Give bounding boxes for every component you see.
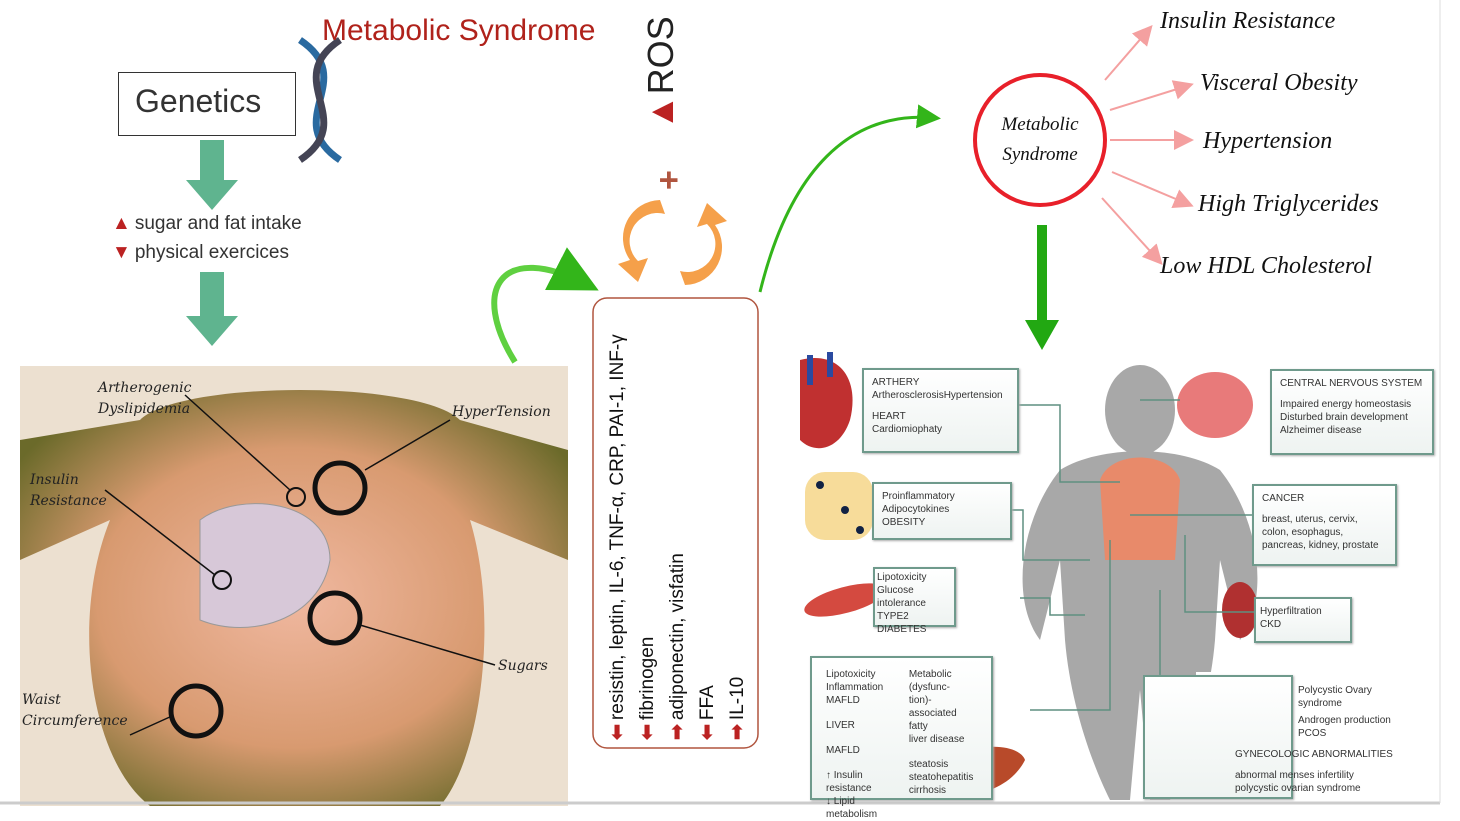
genetics-box: Genetics <box>118 72 296 136</box>
marker-item: ⬅fibrinogen <box>633 334 663 740</box>
kidney-icon <box>1222 582 1258 638</box>
label-sugars: Sugars <box>498 658 548 674</box>
muscle-icon <box>804 583 886 617</box>
component-hypertension: Hypertension <box>1203 128 1333 154</box>
component-low-hdl: Low HDL Cholesterol <box>1160 253 1373 279</box>
brain-icon <box>1177 372 1253 438</box>
heart-icon <box>800 352 853 449</box>
up-arrow-icon: ▲ <box>112 213 131 234</box>
label-insulin: Insulin Resistance <box>30 472 107 509</box>
fat-cells-icon <box>805 472 873 540</box>
lifestyle-item-up: ▲sugar and fat intake <box>112 213 302 234</box>
down-arrow-1 <box>186 140 238 210</box>
component-insulin-resistance: Insulin Resistance <box>1160 8 1336 34</box>
curved-arrow-to-markers <box>491 247 599 364</box>
dna-icon <box>298 37 342 163</box>
gynecologic-box <box>1143 675 1293 799</box>
ros-label: ▲ROS <box>640 16 681 130</box>
cycle-icon <box>618 200 727 285</box>
marker-item: ➡IL-10 <box>723 334 753 740</box>
down-arrow-green <box>1025 225 1059 350</box>
up-arrow-icon: ⬅ <box>637 724 658 740</box>
down-arrow-2 <box>186 272 238 346</box>
label-dyslipidemia: Artherogenic Dyslipidemia <box>98 380 192 417</box>
lifestyle-item-down: ▼physical exercices <box>112 242 289 263</box>
page-title: Metabolic Syndrome <box>322 14 596 47</box>
metabolic-syndrome-circle <box>973 73 1107 207</box>
up-arrow-icon: ⬅ <box>607 724 628 740</box>
up-arrow-icon: ⬅ <box>697 724 718 740</box>
component-triglycerides: High Triglycerides <box>1198 191 1379 217</box>
marker-item: ⬅resistin, leptin, IL-6, TNF-α, CRP, PAI… <box>603 334 633 740</box>
marker-item: ➡adiponectin, visfatin <box>663 334 693 740</box>
syndrome-circle-label: Metabolic Syndrome <box>1001 114 1079 166</box>
plus-sign: + <box>650 170 688 190</box>
component-visceral-obesity: Visceral Obesity <box>1200 70 1358 96</box>
down-arrow-icon: ➡ <box>727 724 748 740</box>
up-arrow-icon: ▲ <box>640 94 681 130</box>
curved-arrow-to-syndrome <box>758 104 941 293</box>
marker-item: ⬅FFA <box>693 334 723 740</box>
markers-box <box>592 297 759 749</box>
down-arrow-icon: ▼ <box>112 242 131 263</box>
label-waist: Waist Circumference <box>22 692 128 729</box>
markers-list: ⬅resistin, leptin, IL-6, TNF-α, CRP, PAI… <box>603 334 753 740</box>
label-hypertension: HyperTension <box>452 404 551 420</box>
down-arrow-icon: ➡ <box>667 724 688 740</box>
obese-torso-illustration <box>20 366 568 806</box>
